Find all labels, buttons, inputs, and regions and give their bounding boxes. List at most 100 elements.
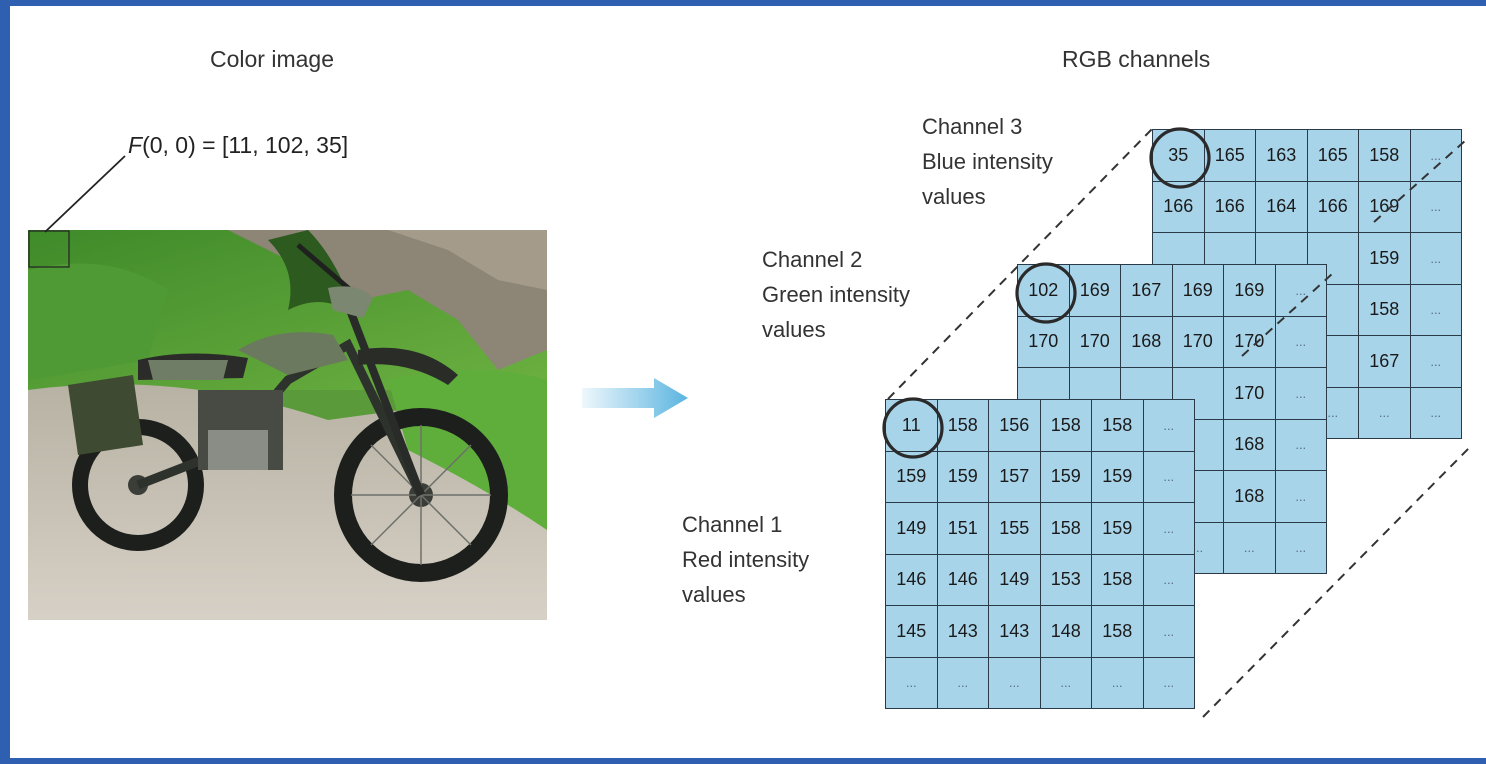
green-cell: 168 xyxy=(1223,470,1276,523)
blue-cell: 164 xyxy=(1255,180,1308,233)
red-cell: 158 xyxy=(936,399,989,452)
blue-cell: 167 xyxy=(1358,335,1411,388)
green-cell: 170 xyxy=(1068,315,1121,368)
red-cell: 151 xyxy=(936,502,989,555)
blue-cell: ... xyxy=(1409,335,1462,388)
green-cell: 170 xyxy=(1223,315,1276,368)
red-cell: 158 xyxy=(1091,553,1144,606)
red-cell: 158 xyxy=(1091,399,1144,452)
red-cell: 149 xyxy=(988,553,1041,606)
channel-1-line-2: Red intensity xyxy=(682,547,810,572)
red-cell: 153 xyxy=(1039,553,1092,606)
blue-cell: 166 xyxy=(1306,180,1359,233)
blue-cell: ... xyxy=(1409,180,1462,233)
red-cell: 158 xyxy=(1091,605,1144,658)
red-cell: 159 xyxy=(1091,502,1144,555)
green-cell: 168 xyxy=(1223,418,1276,471)
red-cell: ... xyxy=(1142,450,1195,503)
channel-2-line-1: Channel 2 xyxy=(762,247,863,272)
red-cell: 149 xyxy=(885,502,938,555)
blue-cell: ... xyxy=(1409,232,1462,285)
channel-1-label: Channel 1 Red intensity values xyxy=(682,507,809,612)
red-cell: ... xyxy=(885,656,938,709)
channel-3-label: Channel 3 Blue intensity values xyxy=(922,109,1053,214)
red-cell: 143 xyxy=(988,605,1041,658)
green-cell: 169 xyxy=(1223,264,1276,317)
green-cell: 170 xyxy=(1017,315,1070,368)
rgb-channels-title: RGB channels xyxy=(1062,46,1211,72)
blue-cell: ... xyxy=(1409,283,1462,336)
red-cell: ... xyxy=(1142,399,1195,452)
red-cell: ... xyxy=(1091,656,1144,709)
green-cell: 167 xyxy=(1120,264,1173,317)
red-cell: 157 xyxy=(988,450,1041,503)
green-cell: 170 xyxy=(1171,315,1224,368)
blue-cell: 159 xyxy=(1358,232,1411,285)
blue-cell: 166 xyxy=(1152,180,1205,233)
red-cell: 159 xyxy=(936,450,989,503)
channel-1-line-3: values xyxy=(682,582,746,607)
red-cell: 159 xyxy=(1039,450,1092,503)
color-image-title: Color image xyxy=(210,46,334,72)
blue-cell: 165 xyxy=(1203,129,1256,182)
red-cell: ... xyxy=(1142,605,1195,658)
red-cell: 145 xyxy=(885,605,938,658)
red-cell: 158 xyxy=(1039,399,1092,452)
blue-cell: 163 xyxy=(1255,129,1308,182)
red-cell: ... xyxy=(1039,656,1092,709)
green-cell: ... xyxy=(1223,521,1276,574)
channel-1-line-1: Channel 1 xyxy=(682,512,783,537)
channel-3-line-3: values xyxy=(922,184,986,209)
blue-cell: ... xyxy=(1409,129,1462,182)
red-cell: ... xyxy=(936,656,989,709)
red-cell: 11 xyxy=(885,399,938,452)
channel-3-line-2: Blue intensity xyxy=(922,149,1053,174)
red-cell: 158 xyxy=(1039,502,1092,555)
green-cell: ... xyxy=(1274,470,1327,523)
red-grid-row: .................. xyxy=(885,656,1195,709)
red-cell: ... xyxy=(1142,553,1195,606)
blue-cell: 35 xyxy=(1152,129,1205,182)
channel-2-label: Channel 2 Green intensity values xyxy=(762,242,910,347)
red-cell: 155 xyxy=(988,502,1041,555)
green-cell: 170 xyxy=(1223,367,1276,420)
green-cell: ... xyxy=(1274,367,1327,420)
green-cell: 102 xyxy=(1017,264,1070,317)
blue-cell: 169 xyxy=(1358,180,1411,233)
channel-3-line-1: Channel 3 xyxy=(922,114,1023,139)
motorcycle-photo xyxy=(28,230,547,620)
red-cell: 156 xyxy=(988,399,1041,452)
red-cell: 159 xyxy=(1091,450,1144,503)
formula-function: F xyxy=(128,132,143,158)
green-cell: 169 xyxy=(1068,264,1121,317)
green-cell: ... xyxy=(1274,521,1327,574)
green-cell: 169 xyxy=(1171,264,1224,317)
red-cell: ... xyxy=(1142,656,1195,709)
green-cell: 168 xyxy=(1120,315,1173,368)
red-cell: 146 xyxy=(936,553,989,606)
red-cell: 159 xyxy=(885,450,938,503)
formula-value: (0, 0) = [11, 102, 35] xyxy=(142,132,349,158)
red-cell: ... xyxy=(1142,502,1195,555)
blue-cell: 166 xyxy=(1203,180,1256,233)
red-cell: ... xyxy=(988,656,1041,709)
diagram-canvas: Color image RGB channels F(0, 0) = [11, … xyxy=(10,0,1486,758)
green-cell: ... xyxy=(1274,315,1327,368)
channel-2-line-3: values xyxy=(762,317,826,342)
blue-cell: ... xyxy=(1358,386,1411,439)
green-cell: ... xyxy=(1274,418,1327,471)
blue-cell: 165 xyxy=(1306,129,1359,182)
channel-2-line-2: Green intensity xyxy=(762,282,910,307)
red-cell: 148 xyxy=(1039,605,1092,658)
blue-cell: ... xyxy=(1409,386,1462,439)
pointer-line xyxy=(44,155,126,233)
